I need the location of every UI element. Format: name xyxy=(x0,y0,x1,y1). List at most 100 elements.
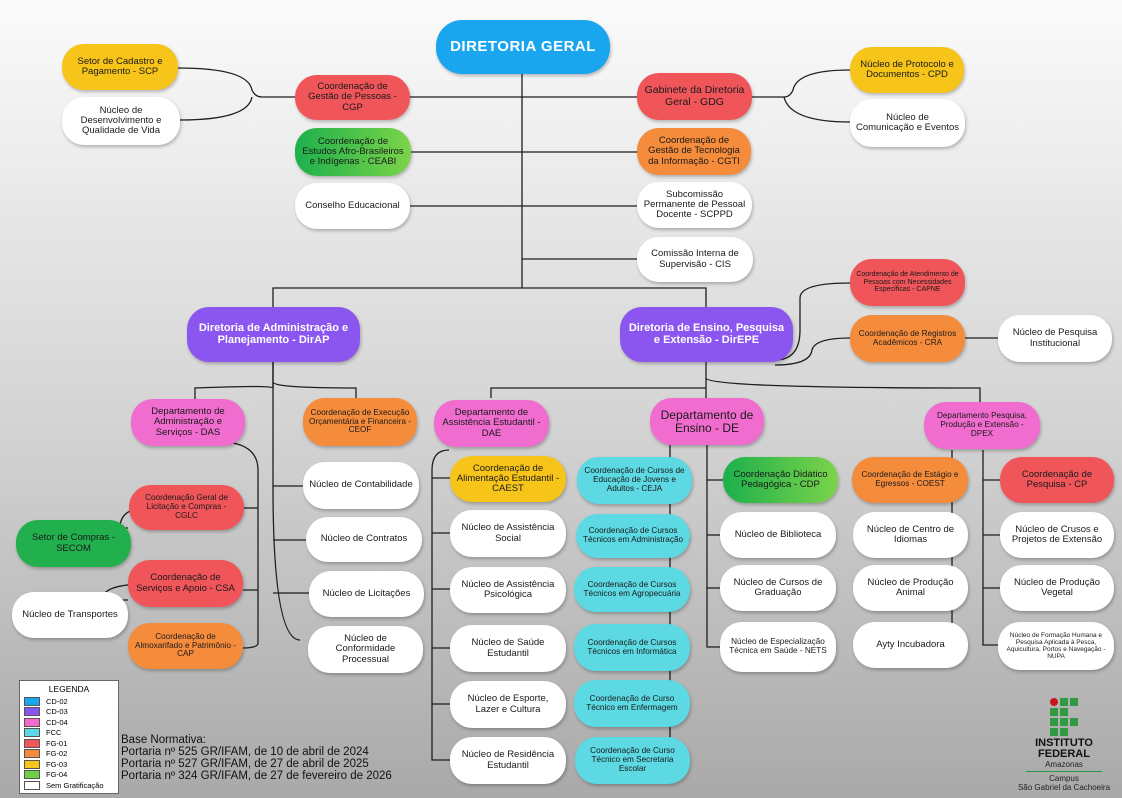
node-npa: Núcleo de Produção Animal xyxy=(853,565,968,611)
node-cadm: Coordenação de Cursos Técnicos em Admini… xyxy=(576,514,690,558)
logo-line-2: FEDERAL xyxy=(1038,748,1090,760)
node-ndqv: Núcleo de Desenvolvimento e Qualidade de… xyxy=(62,97,180,145)
node-cinf: Coordenação de Cursos Técnicos em Inform… xyxy=(574,624,690,671)
base-line-2: Portaria nº 527 GR/IFAM, de 27 de abril … xyxy=(121,758,369,770)
logo-campus-2: São Gabriel da Cachoeira xyxy=(1017,783,1111,792)
node-conformidade: Núcleo de Conformidade Processual xyxy=(308,626,423,673)
base-line-1: Portaria nº 525 GR/IFAM, de 10 de abril … xyxy=(121,746,369,758)
node-ceja: Coordenação de Cursos de Educação de Jov… xyxy=(577,457,692,504)
logo-mark-icon xyxy=(1050,698,1080,736)
node-conselho-educacional: Conselho Educacional xyxy=(295,183,410,229)
node-das: Departamento de Administração e Serviços… xyxy=(131,399,245,446)
node-nce: Núcleo de Comunicação e Eventos xyxy=(850,99,965,147)
base-title: Base Normativa: xyxy=(121,734,207,746)
legend-swatch xyxy=(24,717,40,727)
node-de: Departamento de Ensino - DE xyxy=(650,398,764,445)
node-ceabi: Coordenação de Estudos Afro-Brasileiros … xyxy=(295,128,411,176)
legend-swatch xyxy=(24,770,40,780)
legend-item: CD-04 xyxy=(24,717,114,728)
node-nelc: Núcleo de Esporte, Lazer e Cultura xyxy=(450,681,566,728)
legend-item: CD-02 xyxy=(24,696,114,707)
legend-label: CD-04 xyxy=(46,717,68,727)
legend-swatch xyxy=(24,728,40,738)
node-scp: Setor de Cadastro e Pagamento - SCP xyxy=(62,44,178,90)
logo-campus: Campus São Gabriel da Cachoeira xyxy=(1014,774,1114,792)
legend-swatch xyxy=(24,749,40,759)
legend-item: Sem Gratificação xyxy=(24,780,114,791)
legend-swatch xyxy=(24,738,40,748)
node-nupa: Núcleo de Formação Humana e Pesquisa Apl… xyxy=(998,622,1114,670)
legend-item: FG-04 xyxy=(24,770,114,781)
node-secom: Setor de Compras - SECOM xyxy=(16,520,131,567)
node-cglc: Coordenação Geral de Licitação e Compras… xyxy=(129,485,244,530)
node-npi: Núcleo de Pesquisa Institucional xyxy=(998,315,1112,362)
legend-label: CD-02 xyxy=(46,696,68,706)
legend-swatch xyxy=(24,707,40,717)
node-ncpe: Núcleo de Crusos e Projetos de Extensão xyxy=(1000,512,1114,558)
node-nre: Núcleo de Residência Estudantil xyxy=(450,737,566,784)
node-caest: Coordenação de Alimentação Estudantil - … xyxy=(450,456,566,502)
logo-state: Amazonas xyxy=(1045,760,1083,769)
legend-swatch xyxy=(24,759,40,769)
legend-item: CD-03 xyxy=(24,707,114,718)
legend-item: FG-01 xyxy=(24,738,114,749)
node-ntr: Núcleo de Transportes xyxy=(12,592,128,638)
node-ayty: Ayty Incubadora xyxy=(853,622,968,668)
node-ceof: Coordenação de Execução Orçamentária e F… xyxy=(303,398,417,446)
node-nse: Núcleo de Saúde Estudantil xyxy=(450,625,566,672)
node-capne: Coordenação de Atendimento de Pessoas co… xyxy=(850,259,965,306)
legend-label: CD-03 xyxy=(46,707,68,717)
node-cdp: Coordenação Didático Pedagógica - CDP xyxy=(723,457,838,503)
legend-swatch xyxy=(24,780,40,790)
node-cra: Coordenação de Registros Acadêmicos - CR… xyxy=(850,315,965,362)
legend-label: FG-01 xyxy=(46,738,68,748)
node-coest: Coordenação de Estágio e Egressos - COES… xyxy=(852,457,968,503)
node-nas: Núcleo de Assistência Social xyxy=(450,510,566,557)
node-cgp: Coordenação de Gestão de Pessoas - CGP xyxy=(295,75,410,120)
node-dae: Departamento de Assistência Estudantil -… xyxy=(434,400,549,447)
node-contabilidade: Núcleo de Contabilidade xyxy=(303,462,419,509)
node-cis: Comissão Interna de Supervisão - CIS xyxy=(637,237,753,282)
legend-label: FCC xyxy=(46,728,62,738)
node-cagro: Coordenação de Cursos Técnicos em Agrope… xyxy=(574,567,690,612)
logo-line-1: INSTITUTO xyxy=(1035,737,1093,749)
node-licitacoes: Núcleo de Licitações xyxy=(309,571,424,617)
node-csa: Coordenação de Serviços e Apoio - CSA xyxy=(128,560,243,607)
node-dirap: Diretoria de Administração e Planejament… xyxy=(187,307,360,362)
logo-campus-1: Campus xyxy=(1049,774,1079,783)
institute-logo: INSTITUTO FEDERAL Amazonas Campus São Ga… xyxy=(1014,698,1114,796)
node-nap: Núcleo de Assistência Psicológica xyxy=(450,567,566,613)
legend-title: LEGENDA xyxy=(48,684,90,694)
legend-label: FG-03 xyxy=(46,759,68,769)
node-dpex: Departamento Pesquisa, Produção e Extens… xyxy=(924,402,1040,449)
node-cgti: Coordenação de Gestão de Tecnologia da I… xyxy=(637,128,751,175)
node-cenf: Coordenação de Curso Técnico em Enfermag… xyxy=(574,680,690,727)
legend-swatch xyxy=(24,696,40,706)
base-line-3: Portaria nº 324 GR/IFAM, de 27 de fevere… xyxy=(121,770,392,782)
legend-item: FCC xyxy=(24,728,114,739)
node-cap: Coordenação de Almoxarifado e Patrimônio… xyxy=(128,623,243,669)
legend-label: FG-02 xyxy=(46,749,68,759)
node-npv: Núcleo de Produção Vegetal xyxy=(1000,565,1114,611)
legend-label: FG-04 xyxy=(46,770,68,780)
node-biblioteca: Núcleo de Biblioteca xyxy=(720,512,836,558)
logo-name: INSTITUTO FEDERAL xyxy=(1014,738,1114,760)
node-gdg: Gabinete da Diretoria Geral - GDG xyxy=(637,73,752,120)
node-cp: Coordenação de Pesquisa - CP xyxy=(1000,457,1114,503)
node-ncg: Núcleo de Cursos de Graduação xyxy=(720,565,836,611)
logo-divider xyxy=(1026,771,1102,772)
node-scppd: Subcomissão Permanente de Pessoal Docent… xyxy=(637,182,752,228)
node-csec: Coordenação de Curso Técnico em Secretar… xyxy=(575,737,690,784)
legend-item: FG-03 xyxy=(24,759,114,770)
node-cpd: Núcleo de Protocolo e Documentos - CPD xyxy=(850,47,964,93)
node-nets: Núcleo de Especialização Técnica em Saúd… xyxy=(720,622,836,672)
node-ncid: Núcleo de Centro de Idiomas xyxy=(853,512,968,558)
base-normativa: Base Normativa: Portaria nº 525 GR/IFAM,… xyxy=(121,734,392,782)
node-direpe: Diretoria de Ensino, Pesquisa e Extensão… xyxy=(620,307,793,362)
node-diretoria-geral: DIRETORIA GERAL xyxy=(436,20,610,74)
legend-item: FG-02 xyxy=(24,749,114,760)
node-contratos: Núcleo de Contratos xyxy=(306,517,422,562)
legend-label: Sem Gratificação xyxy=(46,780,104,790)
